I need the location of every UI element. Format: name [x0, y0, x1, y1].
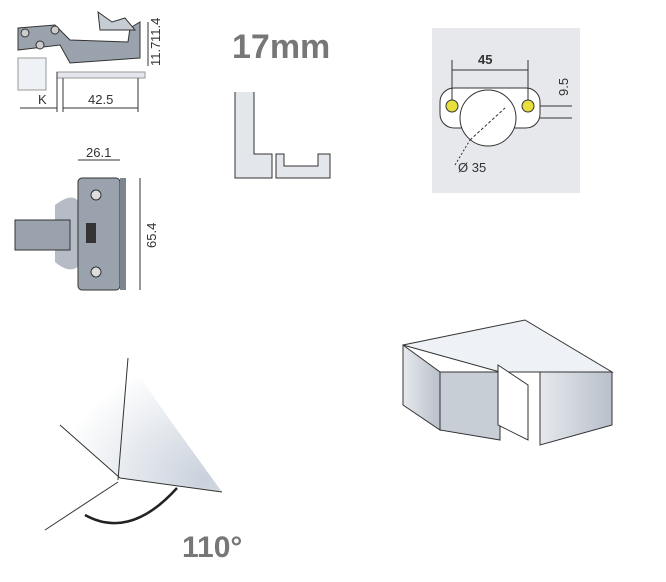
opening-angle-label: 110° [182, 531, 242, 564]
hole-offset-dimension: 9.5 [556, 78, 571, 96]
cup-diameter-label: Ø 35 [458, 160, 486, 175]
hinge-top-view: 26.1 65.4 [14, 145, 159, 291]
height-dimension-b: 11.4 [148, 18, 163, 42]
hole-spacing-dimension: 45 [478, 52, 492, 67]
door-thickness-label: 17mm [232, 28, 330, 66]
drilling-pattern: 45 9.5 Ø 35 [432, 28, 580, 193]
width-dimension: 26.1 [86, 145, 111, 160]
height-dimension-a: 11.7 [148, 42, 163, 66]
corner-cabinet-illustration [402, 319, 614, 446]
overlay-k-label: K [38, 92, 47, 107]
depth-dimension: 42.5 [88, 92, 113, 107]
length-dimension: 65.4 [144, 223, 159, 248]
opening-angle-diagram: 110° [44, 357, 242, 564]
hinge-side-view: K 42.5 11.7 11.4 [17, 10, 163, 112]
cabinet-profile [275, 153, 331, 179]
door-profile [234, 92, 273, 179]
